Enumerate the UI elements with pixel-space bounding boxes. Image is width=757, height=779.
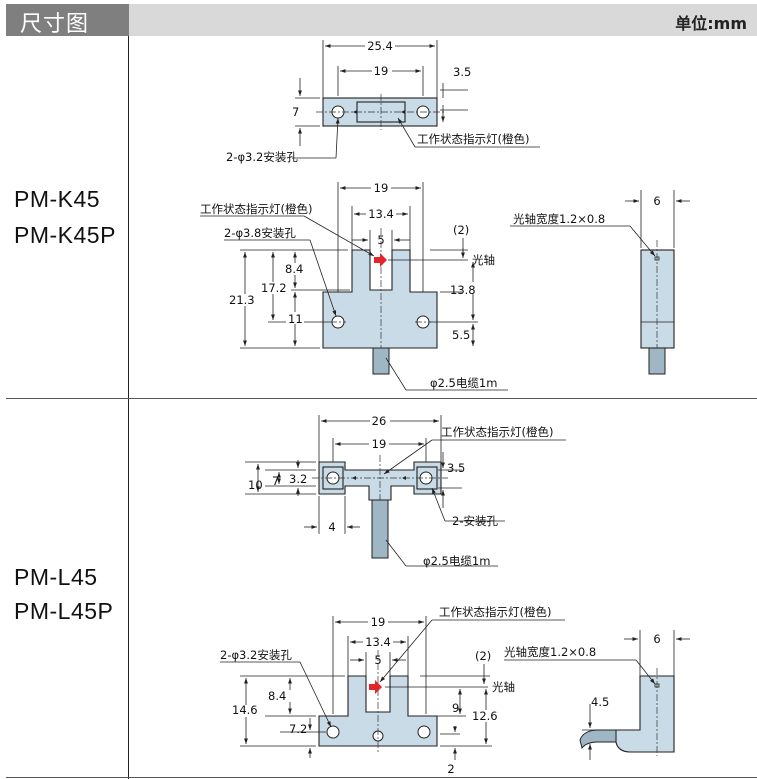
dim-17-2: 17.2 (261, 281, 287, 295)
dim-2: 2 (447, 762, 454, 776)
dim-21-3: 21.3 (229, 293, 255, 307)
dim-11: 11 (288, 312, 303, 326)
drawing-l45-top: 26 19 10 7 3.2 3.5 4 (245, 414, 566, 568)
dim-13-4-l: 13.4 (365, 635, 391, 649)
dim-5-5: 5.5 (452, 328, 470, 342)
dim-3-2-l: 3.2 (289, 472, 307, 486)
dim-3-5-top: 3.5 (453, 65, 471, 79)
label-indicator-l-top: 工作状态指示灯(橙色) (441, 425, 553, 439)
bottom-rule (6, 777, 757, 778)
dim-19-top: 19 (374, 64, 389, 78)
dim-13-8: 13.8 (450, 283, 476, 297)
column-divider (128, 36, 129, 779)
label-indicator-k: 工作状态指示灯(橙色) (200, 202, 312, 216)
drawing-k45-top: 25.4 19 3.5 7 2-φ3.2安装孔 工作状态指示灯(橙色) (226, 39, 540, 164)
label-paren2-k: (2) (453, 223, 469, 237)
drawing-k45-front: 19 13.4 5 光轴 (2) 21.3 17.2 (200, 181, 508, 391)
model-pm-l45: PM-L45 (14, 564, 98, 590)
dim-3-5-l: 3.5 (447, 461, 465, 475)
label-paren2-l: (2) (475, 649, 491, 663)
label-hole-32-l: 2-φ3.2安装孔 (220, 648, 292, 662)
label-axis-width-l: 光轴宽度1.2×0.8 (504, 645, 596, 659)
header-unit-cell: 单位:mm (129, 4, 757, 36)
dim-8-4-l: 8.4 (268, 689, 286, 703)
dim-6-l: 6 (653, 632, 660, 646)
dim-26: 26 (372, 414, 387, 428)
dim-7-l: 7 (272, 474, 279, 488)
dim-19-l-front: 19 (371, 615, 386, 629)
label-indicator-l: 工作状态指示灯(橙色) (439, 605, 551, 619)
dim-4: 4 (328, 520, 335, 534)
label-indicator-top: 工作状态指示灯(橙色) (417, 132, 529, 146)
model-pm-k45: PM-K45 (14, 186, 101, 212)
drawing-l45-side: 6 4.5 光轴宽度1.2×0.8 (504, 630, 690, 760)
model-pm-k45p: PM-K45P (14, 222, 116, 248)
dim-9: 9 (452, 701, 459, 715)
dim-19-front: 19 (374, 181, 389, 195)
model-pm-l45p: PM-L45P (14, 598, 114, 624)
dim-7-top: 7 (292, 105, 299, 119)
dim-4-5: 4.5 (591, 695, 609, 709)
dim-19-l-top: 19 (372, 437, 387, 451)
dim-8-4-k: 8.4 (285, 262, 303, 276)
dim-7-2: 7.2 (289, 722, 307, 736)
label-optical-axis-k: 光轴 (472, 253, 495, 267)
label-hole-38: 2-φ3.8安装孔 (224, 226, 296, 240)
label-axis-width-k: 光轴宽度1.2×0.8 (513, 212, 605, 226)
drawing-k45-side: 6 光轴宽度1.2×0.8 (510, 190, 690, 375)
header: 尺寸图 单位:mm (0, 0, 757, 37)
dim-13-4-front: 13.4 (368, 207, 394, 221)
label-hole-32-top: 2-φ3.2安装孔 (226, 150, 298, 164)
header-title: 尺寸图 (20, 12, 90, 37)
dim-12-6: 12.6 (472, 709, 498, 723)
header-unit: 单位:mm (675, 14, 747, 33)
label-optical-axis-l: 光轴 (492, 680, 515, 694)
label-cable-k: φ2.5电缆1m (430, 376, 497, 390)
header-title-cell: 尺寸图 (6, 4, 129, 37)
dim-25-4: 25.4 (367, 39, 393, 53)
drawing-l45-front: 19 13.4 5 光轴 (2) 14.6 8.4 7.2 (220, 605, 565, 776)
row-divider (6, 398, 757, 399)
dim-10: 10 (248, 478, 263, 492)
dim-5-front: 5 (377, 233, 384, 247)
dim-14-6: 14.6 (232, 703, 258, 717)
label-cable-l: φ2.5电缆1m (423, 554, 490, 568)
dim-6-k: 6 (653, 194, 660, 208)
label-hole-plain: 2-安装孔 (452, 514, 498, 528)
